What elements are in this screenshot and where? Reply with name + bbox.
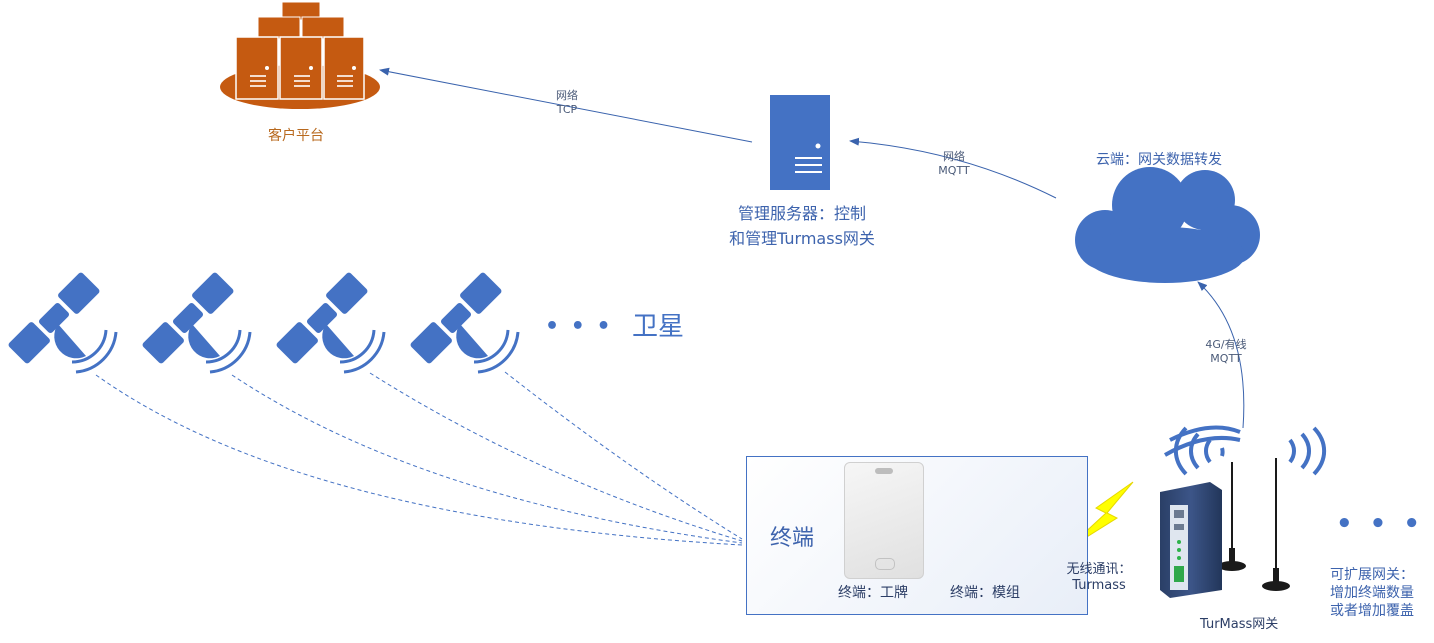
tcp-link-label: 网络 TCP [550,89,584,117]
badge-button [875,558,895,570]
mqtt-link-label: 网络 MQTT [934,150,974,178]
management-server-label: 管理服务器：控制 和管理Turmass网关 [722,202,882,252]
cloud-label: 云端：网关数据转发 [1096,152,1222,168]
expand-label-line1: 可扩展网关： [1330,567,1414,583]
badge-label: 终端：工牌 [838,585,908,601]
expand-label-line2: 增加终端数量 [1330,585,1414,602]
cloud-icon [1075,167,1260,283]
gateway-to-cloud-arrow [1197,281,1245,429]
satellite-icon [273,269,386,374]
satellite-label: 卫星 [632,312,685,342]
satellite-icon [407,269,520,374]
management-server-label-line1: 管理服务器：控制 [737,204,866,223]
badge-card-icon [844,462,924,579]
gateway-label: TurMass网关 [1200,617,1279,632]
4g-link-label: 4G/有线 MQTT [1198,338,1254,366]
module-label: 终端：模组 [950,585,1020,601]
gateway-device-icon [1160,458,1290,598]
terminal-title: 终端 [770,526,815,551]
customer-platform-icon [220,1,380,109]
badge-slot [875,468,893,474]
tcp-link-line1: 网络 [556,89,578,102]
4g-link-line1: 4G/有线 [1205,338,1247,351]
wireless-link-line2: Turmass [1072,578,1126,594]
management-server-icon [770,95,830,190]
satellite-ellipsis: • • • [545,314,613,339]
customer-platform-label: 客户平台 [268,128,324,144]
wireless-link-line1: 无线通讯： [1066,562,1132,577]
mqtt-link-line1: 网络 [943,150,965,163]
expand-label-line3: 或者增加覆盖 [1330,603,1414,620]
gateway-wireless-icon [1164,425,1327,476]
tcp-link-line2: TCP [556,102,578,116]
satellite-links [95,371,743,546]
satellite-icon [5,269,118,374]
wireless-link-label: 无线通讯： Turmass [1063,562,1135,595]
cloud-to-server-arrow [849,137,1057,199]
expand-label: 可扩展网关： 增加终端数量 或者增加覆盖 [1330,566,1414,621]
mqtt-link-line2: MQTT [938,163,970,177]
management-server-label-line2: 和管理Turmass网关 [729,228,875,248]
server-to-platform-arrow [379,67,753,143]
4g-link-line2: MQTT [1210,351,1242,365]
expand-ellipsis: • • • [1336,509,1424,539]
satellite-icon [139,269,252,374]
